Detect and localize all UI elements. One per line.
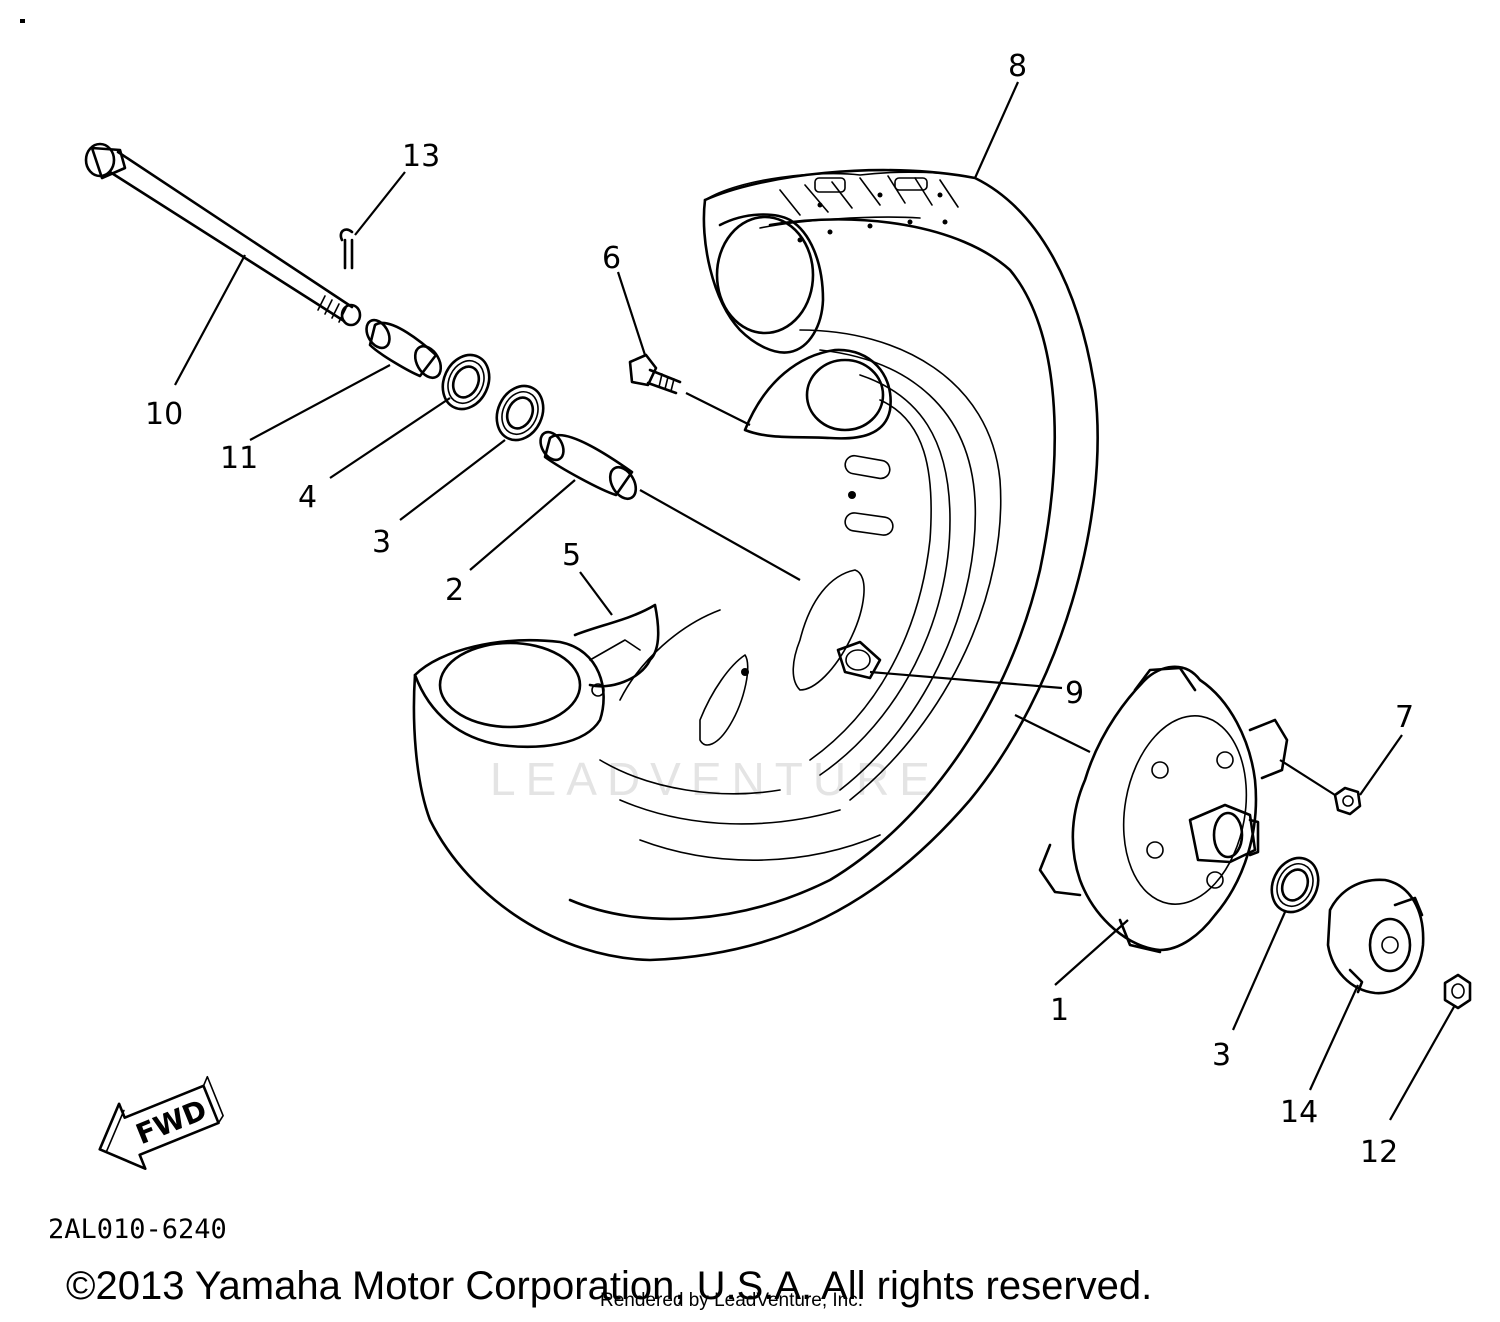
- bearing-3-lower: [1270, 856, 1320, 914]
- callout-8: 8: [1008, 49, 1027, 84]
- callout-14: 14: [1280, 1095, 1318, 1130]
- cotter-pin: [339, 228, 354, 270]
- nut-12: [1443, 973, 1472, 1010]
- stray-mark: [20, 19, 25, 23]
- forward-arrow-badge: FWD: [98, 1075, 224, 1170]
- rendered-by-note: Rendered by LeadVenture, Inc.: [600, 1290, 863, 1311]
- callout-10: 10: [145, 397, 183, 432]
- axle-shaft: [84, 142, 362, 327]
- callout-2: 2: [445, 573, 464, 608]
- callout-3-upper: 3: [372, 525, 391, 560]
- callout-9: 9: [1065, 676, 1084, 711]
- nut-7: [1333, 786, 1362, 816]
- callout-6: 6: [602, 241, 621, 276]
- wheel-tire-drawing: [412, 168, 1099, 962]
- callout-3-lower: 3: [1212, 1038, 1231, 1073]
- bolt-6: [628, 353, 682, 395]
- bearing-4: [441, 353, 491, 411]
- rim-slots: [619, 348, 894, 746]
- valve-9: [836, 640, 882, 680]
- callout-labels: 1 2 3 3 4 5 6 7 8 9 10 11 12 13 14: [145, 49, 1414, 1170]
- callout-1: 1: [1050, 993, 1069, 1028]
- callout-4: 4: [298, 480, 317, 515]
- tread-pattern: [779, 175, 959, 243]
- bearing-3-upper: [495, 384, 545, 442]
- callout-13: 13: [402, 139, 440, 174]
- callout-12: 12: [1360, 1135, 1398, 1170]
- callout-7: 7: [1395, 700, 1414, 735]
- diagram-code: 2AL010-6240: [48, 1214, 227, 1245]
- hub-cover-14: [1326, 878, 1425, 995]
- watermark-text: LEADVENTURE: [490, 753, 940, 805]
- leader-lines: [174, 81, 1456, 1121]
- callout-5: 5: [562, 538, 581, 573]
- spacer-2: [539, 430, 638, 501]
- collar-11: [365, 318, 443, 380]
- copyright-notice: ©2013 Yamaha Motor Corporation, U.S.A. A…: [66, 1264, 1152, 1308]
- hub-1: [1038, 665, 1289, 954]
- callout-11: 11: [220, 441, 258, 476]
